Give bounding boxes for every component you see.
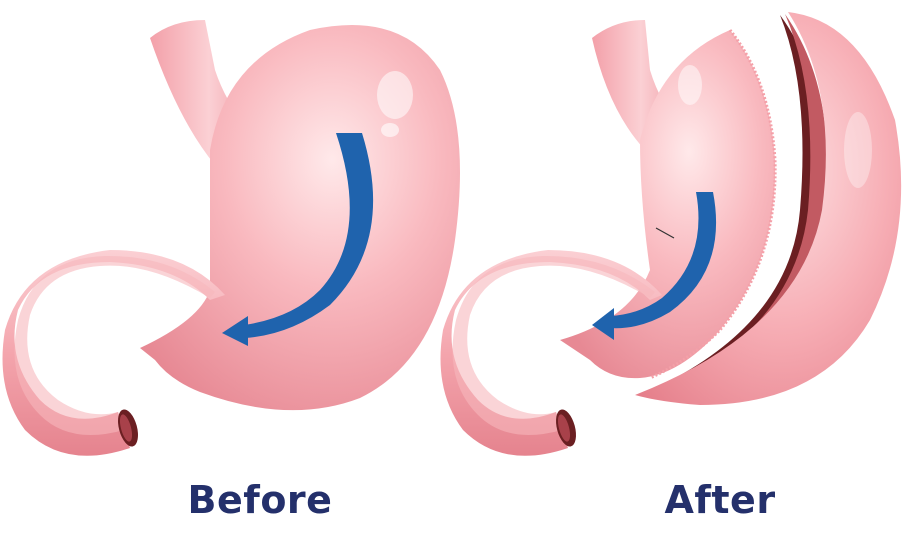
- after-sleeve-body: [560, 30, 775, 378]
- before-stomach: [3, 20, 461, 456]
- before-label: Before: [140, 478, 380, 522]
- after-label: After: [600, 478, 840, 522]
